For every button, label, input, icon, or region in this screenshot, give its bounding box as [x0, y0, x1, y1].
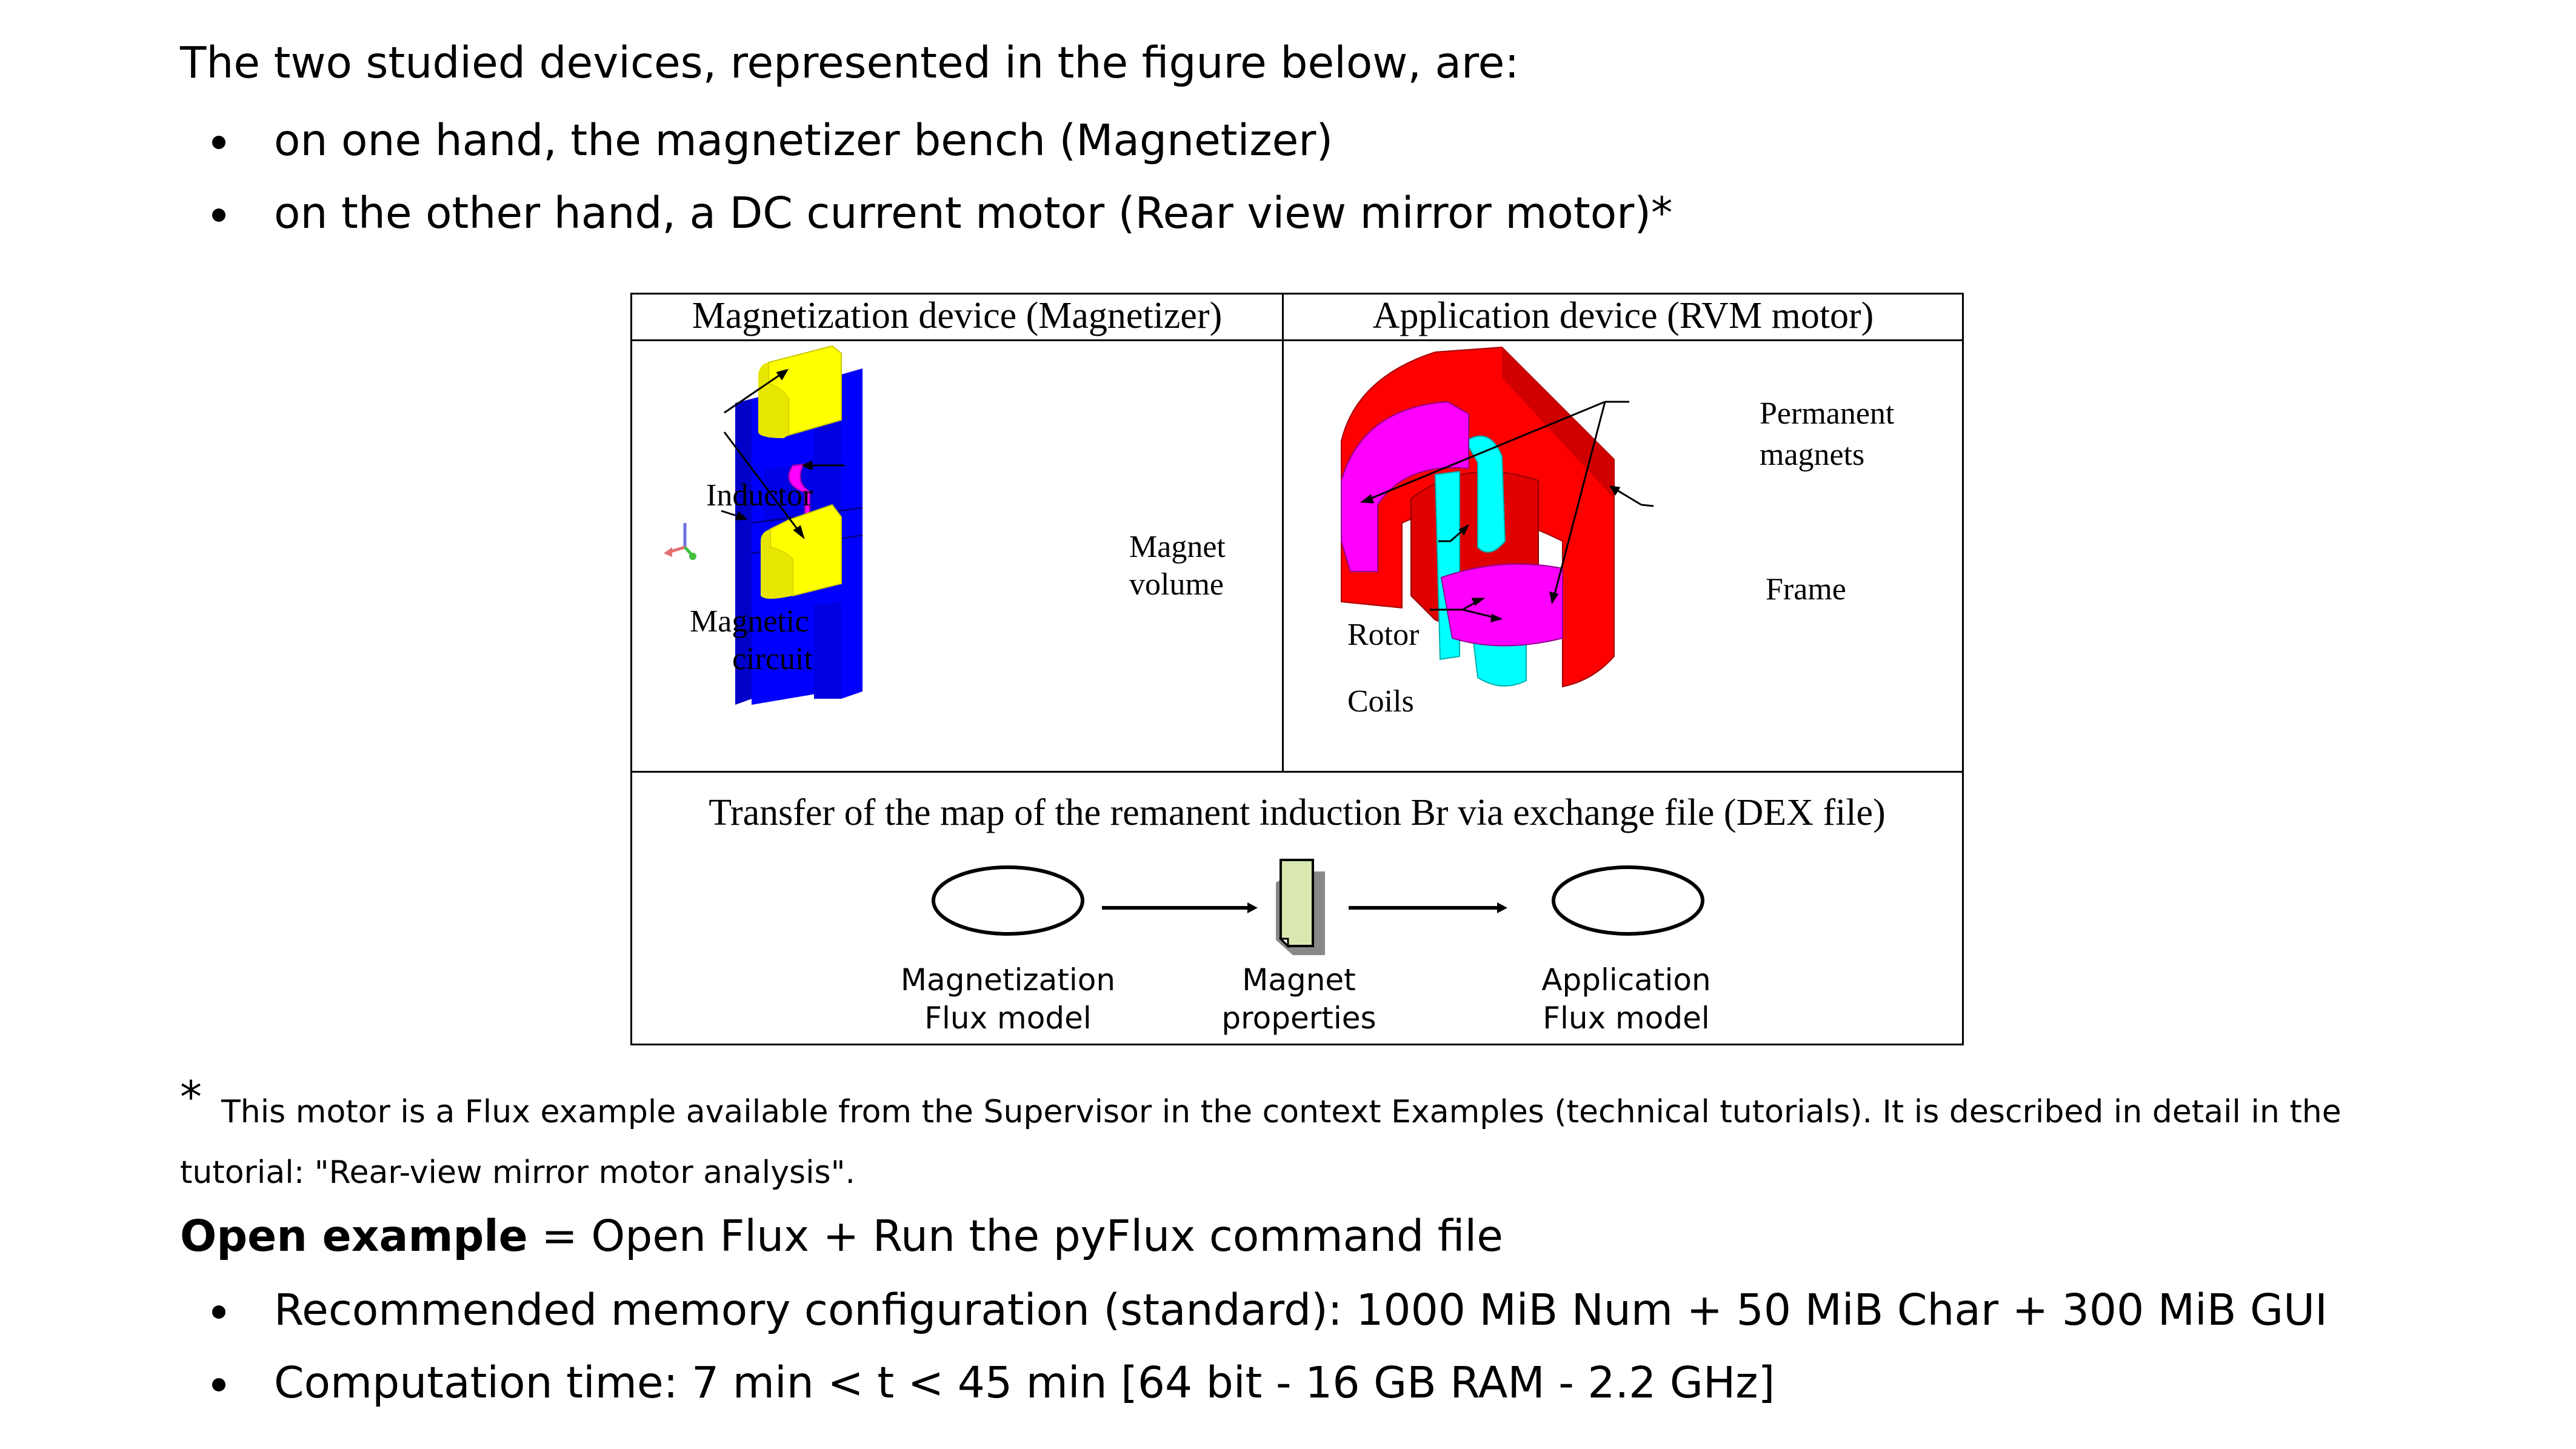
transfer-title: Transfer of the map of the remanent indu… — [709, 792, 1886, 833]
devices-figure: Magnetization device (Magnetizer) Applic… — [630, 293, 1964, 1045]
inductor-label: Inductor — [706, 478, 813, 513]
flow-label-2-line1: Magnet — [1242, 962, 1356, 998]
magnetizer-callout-arrows — [721, 368, 844, 540]
magnetizer-illustration — [664, 345, 863, 705]
bullet-icon — [212, 135, 225, 149]
flow-label-1-line2: Flux model — [924, 1001, 1092, 1036]
column-divider — [1282, 295, 1284, 773]
flow-label-1-line1: Magnetization — [900, 962, 1116, 998]
magnetization-model-ellipse — [932, 865, 1084, 936]
motor-illustration — [1341, 346, 1654, 688]
coils-shape — [1434, 435, 1527, 687]
magnet-volume-label-2: volume — [1129, 567, 1224, 602]
open-example-label: Open example — [180, 1211, 528, 1261]
header-divider — [632, 339, 1962, 341]
footnote-line-1: This motor is a Flux example available f… — [221, 1094, 2341, 1130]
bullet-text: on one hand, the magnetizer bench (Magne… — [274, 115, 1333, 165]
magnetic-circuit-label-2: circuit — [732, 642, 813, 676]
bullet-text: Computation time: 7 min < t < 45 min [64… — [274, 1357, 1775, 1408]
permanent-magnets-shape — [1341, 401, 1563, 647]
bullet-text: Recommended memory configuration (standa… — [274, 1285, 2328, 1335]
magnetic-circuit-label-1: Magnetic — [690, 604, 809, 639]
flow-label-3-line1: Application — [1541, 962, 1711, 998]
inductor-shapes — [758, 345, 842, 599]
flow-label-2-line2: properties — [1221, 1001, 1376, 1036]
bullet-icon — [212, 1305, 225, 1319]
application-model-ellipse — [1552, 865, 1704, 936]
permanent-magnets-label-2: magnets — [1760, 438, 1865, 472]
memory-config-bullet: Recommended memory configuration (standa… — [212, 1285, 2327, 1335]
coils-label: Coils — [1347, 684, 1414, 719]
intro-paragraph: The two studied devices, represented in … — [180, 38, 1520, 88]
document-icon — [1276, 859, 1325, 955]
intro-bullet-2: on the other hand, a DC current motor (R… — [212, 188, 1673, 238]
flow-arrow-1 — [1102, 902, 1258, 913]
axis-triad-icon — [664, 523, 696, 560]
bullet-icon — [212, 208, 225, 222]
footnote-asterisk: * — [180, 1071, 202, 1122]
computation-time-bullet: Computation time: 7 min < t < 45 min [64… — [212, 1357, 1775, 1408]
rotor-label: Rotor — [1347, 618, 1420, 652]
footnote-line-2: tutorial: "Rear-view mirror motor analys… — [180, 1154, 856, 1191]
row-divider — [632, 771, 1962, 773]
flow-arrow-2 — [1349, 902, 1507, 913]
open-example-instruction: = Open Flux + Run the pyFlux command fil… — [527, 1211, 1503, 1261]
transfer-flow-diagram — [932, 859, 1704, 955]
frame-label: Frame — [1766, 572, 1846, 607]
bullet-text: on the other hand, a DC current motor (R… — [274, 188, 1673, 238]
bullet-icon — [212, 1377, 225, 1391]
motor-callout-arrows — [1360, 401, 1654, 623]
permanent-magnets-label-1: Permanent — [1760, 396, 1895, 431]
open-example-line: Open example = Open Flux + Run the pyFlu… — [180, 1211, 1503, 1261]
magnetizer-header: Magnetization device (Magnetizer) — [692, 295, 1223, 336]
flow-label-3-line2: Flux model — [1543, 1001, 1710, 1036]
intro-bullet-1: on one hand, the magnetizer bench (Magne… — [212, 115, 1333, 165]
motor-header: Application device (RVM motor) — [1372, 295, 1874, 336]
magnet-volume-label-1: Magnet — [1129, 530, 1226, 564]
